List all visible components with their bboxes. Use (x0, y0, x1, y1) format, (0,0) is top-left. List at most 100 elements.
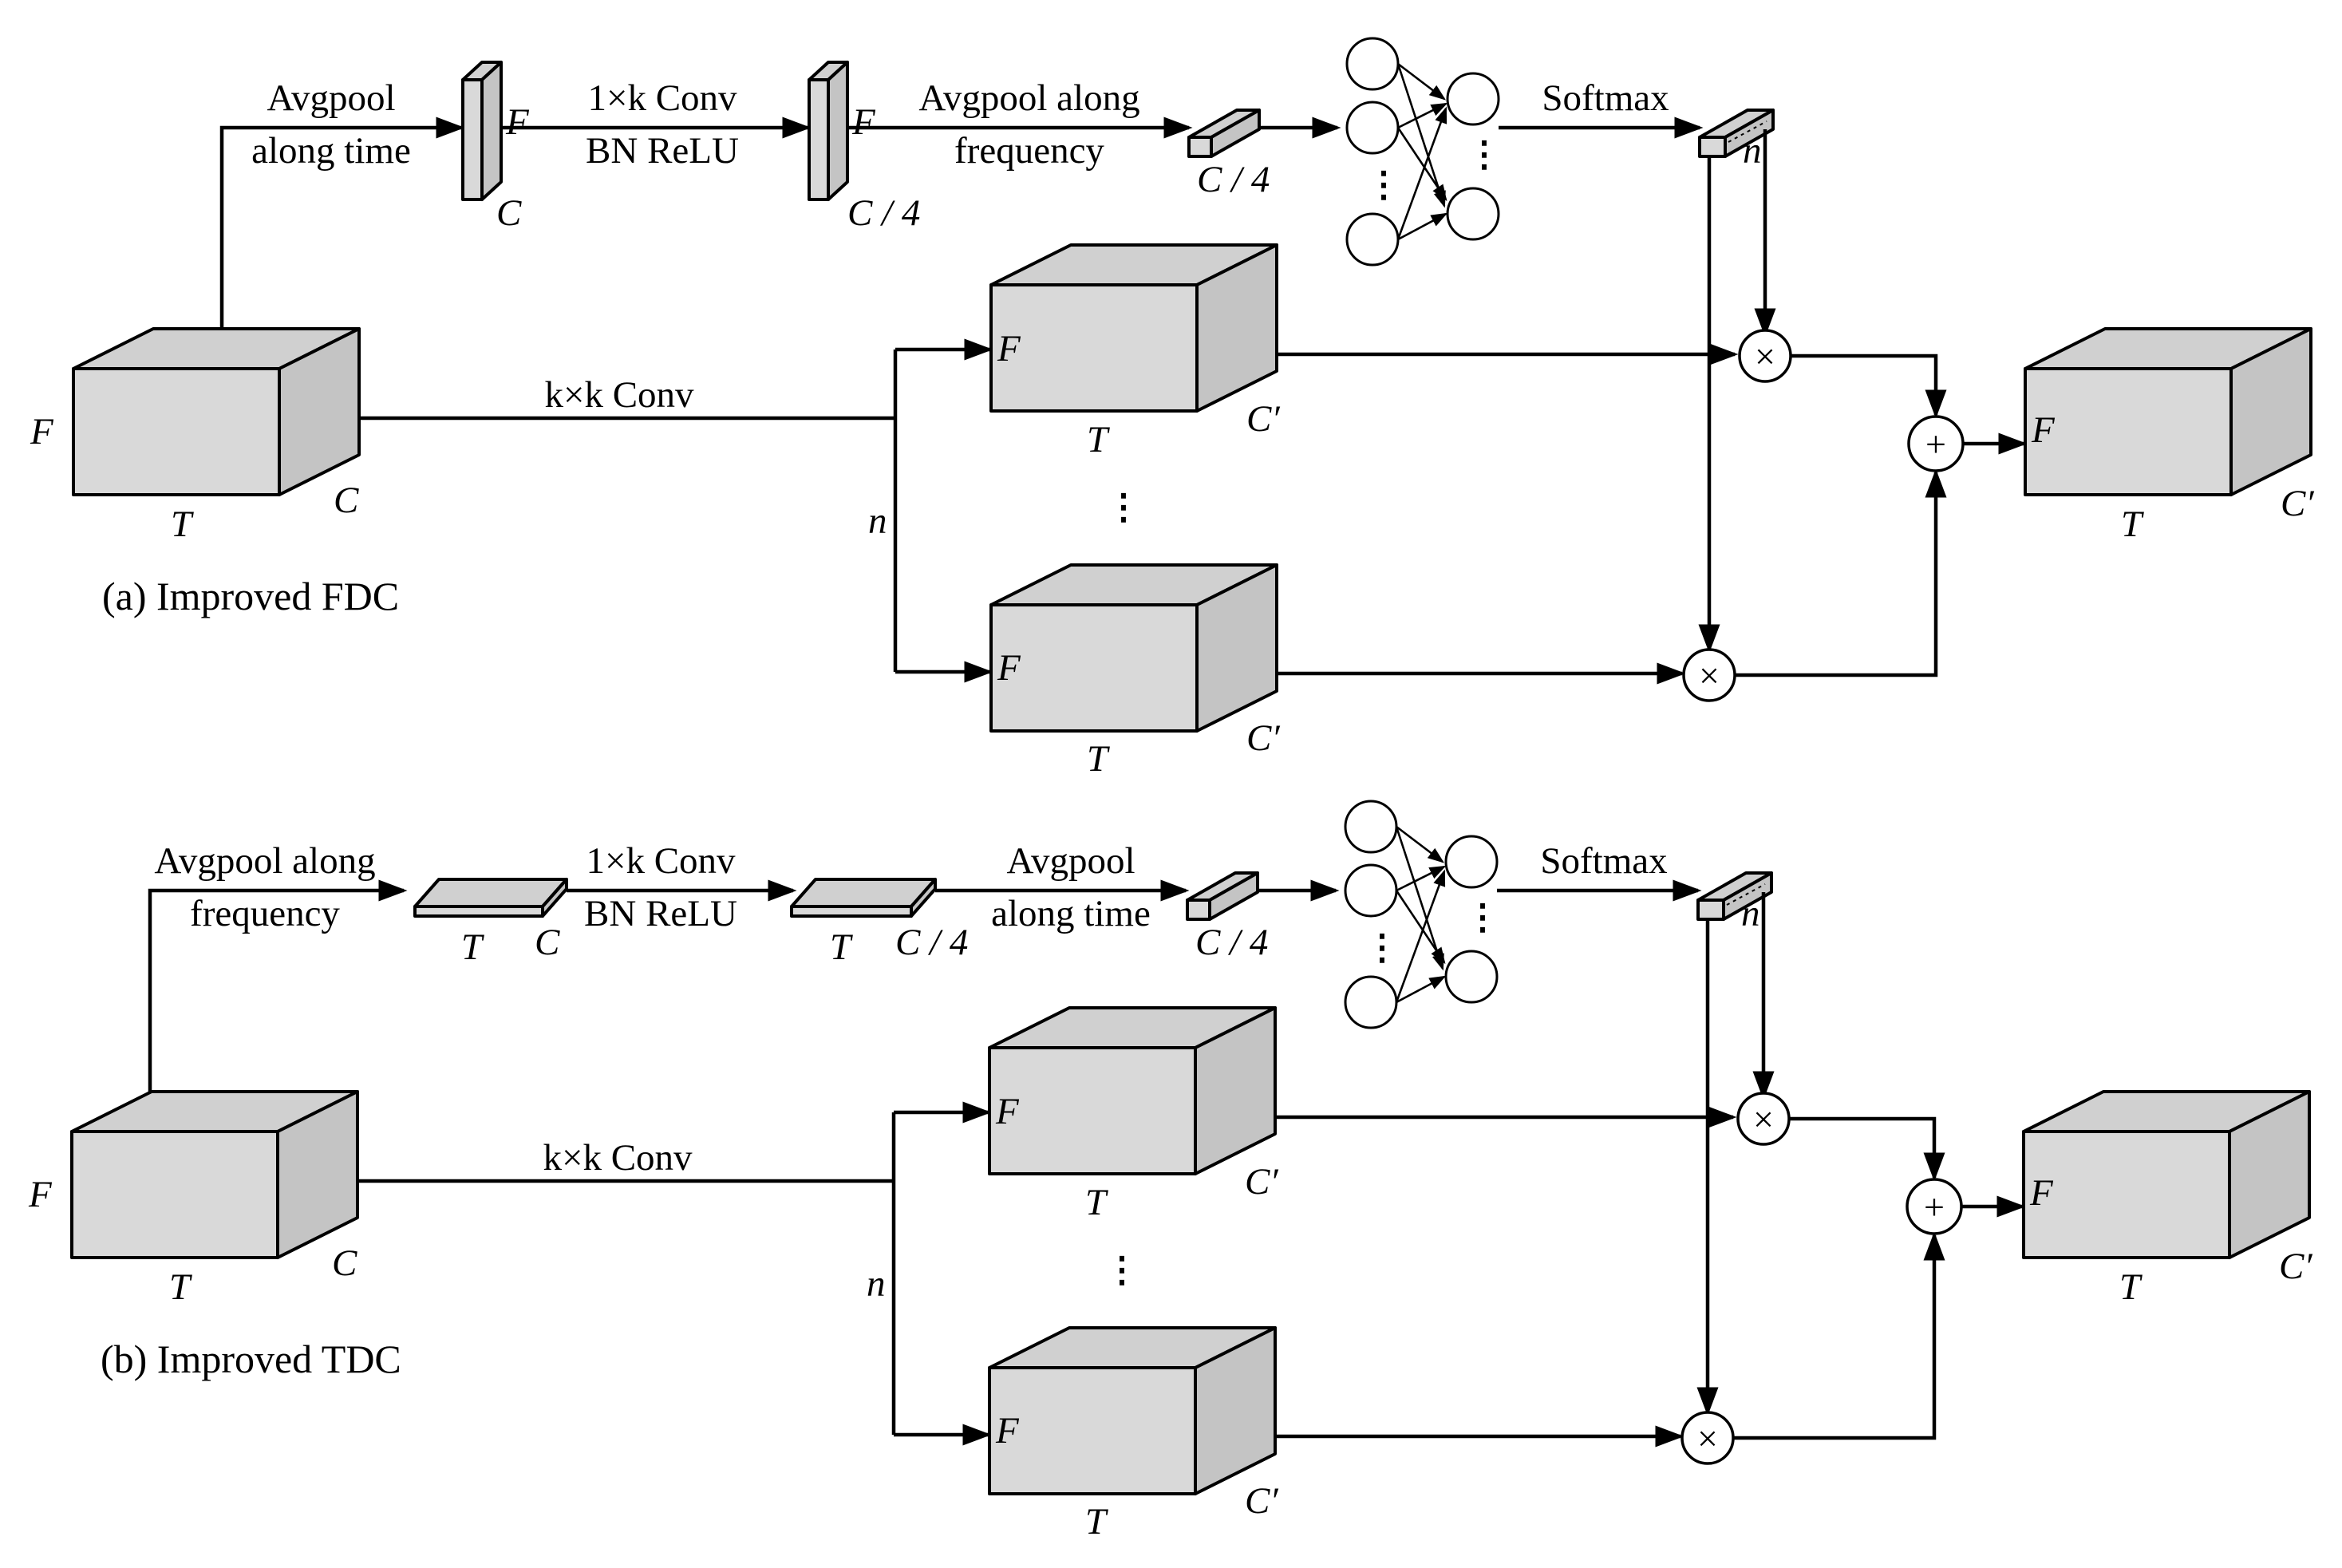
mult2-to-add (1733, 1231, 1945, 1440)
step3-label-line2: along time (991, 893, 1151, 934)
softmax-label: Softmax (1542, 77, 1669, 119)
pooled-feature-slab-2 (808, 61, 849, 201)
branch2-t-label: T (1085, 1501, 1108, 1542)
step1-label-line1: Avgpool (267, 77, 395, 119)
feat2-t-label: T (830, 926, 853, 968)
mlp-input-node (1344, 863, 1398, 918)
feat1-c-label: C (535, 922, 560, 963)
n-branches-label: n (867, 1263, 886, 1305)
branch2-c-label: C′ (1246, 717, 1280, 759)
input-t-label: T (171, 504, 194, 545)
panel-caption: (a) Improved FDC (102, 574, 399, 618)
input-f-label: F (30, 411, 54, 452)
mlp-output-node (1446, 72, 1500, 126)
mlp-output-ellipsis: ⋮ (1465, 898, 1500, 937)
mlp-output-node (1446, 187, 1500, 241)
step2-label-line2: BN ReLU (586, 130, 739, 172)
mlp-input-ellipsis: ⋮ (1366, 165, 1401, 204)
branch-cube-1 (988, 1006, 1277, 1175)
mult1-to-add (1789, 1116, 1945, 1182)
softmax-label: Softmax (1540, 840, 1667, 882)
step2-label-line1: 1×k Conv (587, 77, 737, 119)
feat2-c-label: C / 4 (847, 192, 920, 234)
attention-path-start (219, 117, 465, 329)
output-t-label: T (2121, 504, 2144, 545)
branch1-f-label: F (997, 328, 1021, 369)
add-symbol: + (1924, 1187, 1945, 1227)
mlp-input-node (1344, 800, 1398, 854)
pooled-vector (1187, 109, 1261, 158)
multiply-symbol-1: × (1755, 336, 1775, 377)
output-f-label: F (2029, 1172, 2054, 1214)
branch-ellipsis: ⋮ (1106, 488, 1141, 527)
input-f-label: F (28, 1174, 53, 1215)
branch-ellipsis: ⋮ (1104, 1250, 1139, 1290)
feat1-f-label: F (505, 101, 530, 143)
output-c-label: C′ (2279, 1246, 2312, 1287)
input-t-label: T (169, 1266, 192, 1308)
branch2-c-label: C′ (1245, 1480, 1278, 1522)
mlp-input-ellipsis: ⋮ (1365, 928, 1400, 967)
weight-vector (1696, 871, 1773, 921)
feat2-f-label: F (851, 101, 876, 143)
step3-label-line1: Avgpool (1006, 840, 1135, 882)
step2-label-line2: BN ReLU (584, 893, 737, 934)
pooled-feature-slab-1 (413, 878, 568, 918)
output-feature-cube (2024, 327, 2312, 496)
step3-label-line2: frequency (954, 130, 1104, 172)
feat2-c-label: C / 4 (895, 922, 968, 963)
mlp-output-node (1444, 950, 1499, 1004)
step2-label-line1: 1×k Conv (586, 840, 736, 882)
mlp-input-node (1344, 975, 1398, 1029)
step3-label-line1: Avgpool along (918, 77, 1139, 119)
branch-cube-1 (989, 243, 1278, 413)
branch1-t-label: T (1087, 419, 1110, 460)
panel-improved-fdc: F T C (a) Improved FDC Avgpool along tim… (30, 37, 2314, 780)
mlp-input-node (1345, 212, 1400, 267)
mult2-to-add (1735, 468, 1947, 677)
attention-path-start (148, 879, 408, 1092)
branch-cube-2 (989, 563, 1278, 733)
pooled-vector (1186, 871, 1259, 921)
weights-n-label: n (1743, 130, 1762, 172)
mlp-input-node (1345, 37, 1400, 91)
n-branches-label: n (868, 500, 887, 542)
feat1-c-label: C (496, 192, 522, 234)
mlp-input-node (1345, 101, 1400, 155)
mlp-output-ellipsis: ⋮ (1467, 135, 1502, 174)
step1-label-line2: frequency (190, 893, 340, 934)
panel-caption: (b) Improved TDC (101, 1337, 401, 1381)
add-symbol: + (1925, 424, 1946, 464)
branch1-c-label: C′ (1245, 1161, 1278, 1203)
mlp-output-node (1444, 835, 1499, 889)
output-c-label: C′ (2281, 483, 2314, 524)
multiply-symbol-2: × (1699, 655, 1720, 696)
panel-improved-tdc: F T C (b) Improved TDC Avgpool along fre… (28, 800, 2312, 1542)
conv-kxk-label: k×k Conv (544, 374, 694, 416)
pooled-feature-slab-2 (790, 878, 937, 918)
step1-label-line1: Avgpool along (154, 840, 375, 882)
pooled-feature-slab-1 (461, 61, 503, 201)
multiply-symbol-2: × (1697, 1418, 1718, 1459)
input-feature-cube (70, 1090, 359, 1259)
branch1-t-label: T (1085, 1182, 1108, 1223)
mlp-network (1344, 800, 1499, 1029)
branch2-f-label: F (995, 1410, 1020, 1451)
step1-label-line2: along time (251, 130, 411, 172)
branch1-c-label: C′ (1246, 398, 1280, 440)
conv-kxk-label: k×k Conv (543, 1137, 693, 1179)
weights-n-label: n (1741, 893, 1760, 934)
branch-cube-2 (988, 1326, 1277, 1495)
output-feature-cube (2022, 1090, 2311, 1259)
vector-c-label: C / 4 (1197, 159, 1270, 200)
output-t-label: T (2119, 1266, 2143, 1308)
branch2-f-label: F (997, 647, 1021, 689)
output-f-label: F (2031, 409, 2056, 451)
input-feature-cube (72, 327, 361, 496)
branch2-t-label: T (1087, 738, 1110, 780)
vector-c-label: C / 4 (1195, 922, 1268, 963)
input-c-label: C (332, 1242, 357, 1284)
input-c-label: C (334, 480, 359, 521)
multiply-symbol-1: × (1753, 1099, 1774, 1139)
